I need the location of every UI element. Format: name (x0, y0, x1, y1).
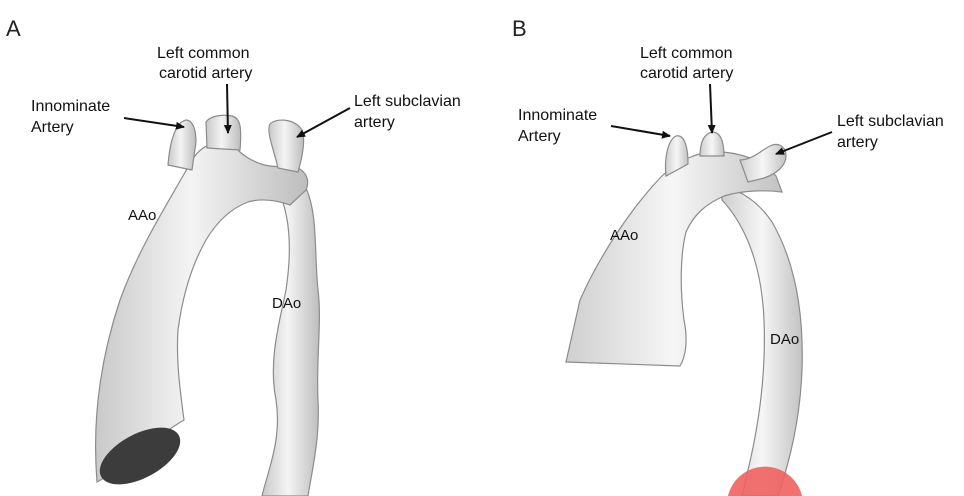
panel-b-lsa-label-line1: Left subclavian (837, 113, 944, 130)
panel-b-lsa-label-line2: artery (837, 134, 878, 151)
panel-a-lcca-label-line2: carotid artery (159, 65, 252, 82)
panel-b-aortic-arch (566, 152, 782, 366)
panel-a-lcca-label-line1: Left common (157, 45, 249, 62)
panel-a-lsa-branch (269, 120, 304, 172)
panel-a-innominate-label-line2: Artery (31, 119, 74, 136)
panel-b-aao-label: AAo (610, 227, 638, 244)
panel-b-lsa-branch (740, 144, 786, 182)
panel-a-lsa-label-line1: Left subclavian (354, 93, 461, 110)
panel-a-dao-label: DAo (272, 295, 301, 312)
panel-b-red-marker (728, 467, 802, 496)
panel-b-letter: B (512, 16, 527, 41)
panel-b-innominate-arrow (611, 126, 670, 136)
panel-b-lcca-label-line2: carotid artery (640, 65, 733, 82)
panel-a-lsa-arrow (297, 108, 350, 137)
panel-a-descending-aorta (262, 188, 319, 496)
panel-b-lsa-arrow (776, 132, 832, 154)
panel-b-lcca-arrow (710, 84, 712, 133)
panel-b-innominate-label-line1: Innominate (518, 107, 597, 124)
panel-b-innominate-label-line2: Artery (518, 128, 561, 145)
panel-b-dao-label: DAo (770, 331, 799, 348)
panel-a-innominate-label-line1: Innominate (31, 98, 110, 115)
panel-a-lcca-arrow (227, 84, 228, 133)
panel-a-lsa-label-line2: artery (354, 114, 395, 131)
panel-b-lcca-label-line1: Left common (640, 45, 732, 62)
panel-a-aorta-model: AAo DAo (91, 115, 320, 496)
panel-a-lcca-branch (206, 115, 241, 150)
panel-b-lcca-branch (700, 132, 724, 156)
panel-a-aortic-arch (96, 143, 308, 482)
panel-a-aao-label: AAo (128, 207, 156, 224)
panel-a-letter: A (6, 16, 21, 41)
panel-b: B AAo DAo Left common carotid artery Inn… (512, 16, 944, 496)
panel-a: A AAo DAo Left common carotid artery Inn… (6, 16, 461, 496)
panel-b-aorta-model: AAo DAo (566, 132, 802, 496)
panel-a-innominate-arrow (124, 118, 184, 127)
